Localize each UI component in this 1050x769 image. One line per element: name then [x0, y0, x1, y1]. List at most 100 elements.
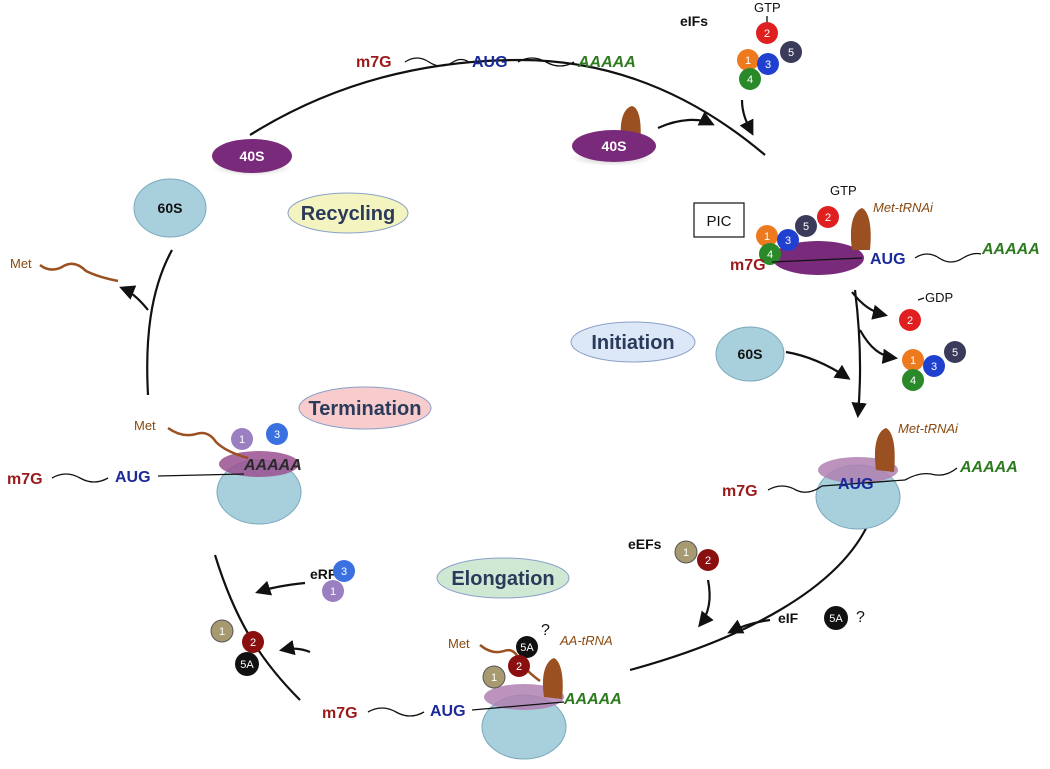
60s-label: 60S: [738, 346, 763, 362]
cap-label: m7G: [322, 705, 358, 722]
rel-eif5-number: 5: [952, 347, 958, 359]
pic-eif4-number: 4: [767, 249, 773, 261]
recycling-60s: 60S: [133, 178, 207, 238]
polya-label: AAAAA: [959, 459, 1018, 476]
question-mark: ?: [541, 622, 550, 639]
pic-label: PIC: [706, 213, 731, 230]
released-eifs: 5 1 3 4: [902, 341, 966, 391]
aug-label: AUG: [472, 54, 508, 71]
question-mark: ?: [856, 609, 865, 626]
polya-label: AAAAA: [563, 691, 622, 708]
elongation-label: Elongation: [451, 568, 554, 590]
termination-stage-badge: Termination: [298, 386, 432, 430]
pic-eif5-number: 5: [803, 221, 809, 233]
gdp-release-arrow: [851, 291, 889, 320]
elongation-complex: AA-tRNA Met 5A ? 2 1 m7G AUG AAAAA: [322, 622, 622, 760]
aug-label: AUG: [430, 703, 466, 720]
eefs-cluster: eEFs 1 2: [628, 536, 719, 571]
pic-eif3-number: 3: [785, 235, 791, 247]
rel-eif5a-number: 5A: [240, 659, 254, 671]
eif2-number: 2: [764, 28, 770, 40]
eif5-circle: [780, 41, 802, 63]
released-peptide: Met: [10, 256, 119, 283]
polya-label: AAAAA: [577, 54, 636, 71]
eif3-number: 3: [765, 59, 771, 71]
recycling-40s: 40S: [212, 139, 292, 176]
eifs-label: eIFs: [680, 13, 708, 29]
mrna-strand: [404, 57, 470, 67]
eif-label: eIF: [778, 610, 799, 626]
cycle-arc-top: [249, 58, 766, 156]
40s-arrow: [657, 111, 715, 130]
erf1-number: 1: [330, 586, 336, 598]
met-trna-label: Met-tRNAi: [898, 421, 959, 436]
met-label: Met: [134, 418, 156, 433]
recycling-stage-badge: Recycling: [287, 192, 409, 234]
60s-join-arrow: [785, 350, 851, 380]
met-label: Met: [448, 636, 470, 651]
aug-label: AUG: [870, 251, 906, 268]
gdp-eif2-number: 2: [907, 315, 913, 327]
free-mrna: m7G AUG AAAAA: [356, 54, 636, 71]
rel-eif4-number: 4: [910, 375, 916, 387]
eif2-circle: [756, 22, 778, 44]
eif1-number: 1: [745, 55, 751, 67]
pic-box: [693, 202, 745, 238]
term-erf3-number: 3: [274, 429, 280, 441]
rel-eef1-number: 1: [219, 626, 225, 638]
eefs-arrow: [698, 579, 714, 628]
40s-label: 40S: [602, 138, 627, 154]
elong-eef1-number: 1: [491, 672, 497, 684]
gtp-label: GTP: [830, 183, 857, 198]
eefs-label: eEFs: [628, 536, 662, 552]
40s-with-trna: 40S: [570, 106, 656, 166]
eif3-circle: [757, 53, 779, 75]
elong-eif5a-number: 5A: [520, 642, 534, 654]
rel-eif1-number: 1: [910, 355, 916, 367]
aa-trna-label: AA-tRNA: [559, 633, 613, 648]
erf3-number: 3: [341, 566, 347, 578]
eif5-number: 5: [788, 47, 794, 59]
factor-release-arrow: [278, 640, 311, 656]
eif5a-arrow: [727, 618, 771, 634]
cap-label: m7G: [356, 54, 392, 71]
rel-eef2-number: 2: [250, 637, 256, 649]
eef1-number: 1: [683, 547, 689, 559]
termination-label: Termination: [309, 398, 422, 420]
eifs-cluster: eIFs GTP 2 5 1 3 4: [680, 0, 802, 90]
cycle-arc-recycling: [146, 249, 173, 396]
mrna-strand: [517, 57, 575, 67]
met-label: Met: [10, 256, 32, 271]
eifs-release-arrow: [859, 329, 899, 364]
40s-label: 40S: [240, 148, 265, 164]
aug-label: AUG: [115, 469, 151, 486]
erfs-cluster: eRFs 3 1: [310, 560, 355, 602]
40s-subunit: [572, 130, 656, 162]
60s-label: 60S: [158, 200, 183, 216]
polya-label: AAAAA: [243, 457, 302, 474]
released-elongation-factors: 1 2 5A: [210, 619, 264, 676]
cap-label: m7G: [722, 483, 758, 500]
eif4-circle: [739, 68, 761, 90]
term-erf1-number: 1: [239, 434, 245, 446]
rel-eif3-number: 3: [931, 361, 937, 373]
polya-label: AAAAA: [981, 241, 1040, 258]
cycle-arc-initiation: [851, 289, 867, 419]
pic-complex: PIC Met-tRNAi GTP 2 5 1 3 4 m7G AUG AAAA…: [693, 183, 1040, 275]
met-trna-label: Met-tRNAi: [873, 200, 934, 215]
peptide-release-arrow: [119, 285, 149, 311]
released-eif2-gdp: GDP 2: [899, 290, 953, 331]
gtp-label: GTP: [754, 0, 781, 15]
eifs-arrow: [739, 99, 754, 136]
initiation-label: Initiation: [591, 332, 674, 354]
elongation-stage-badge: Elongation: [436, 557, 570, 599]
eef2-number: 2: [705, 555, 711, 567]
pic-eif2-number: 2: [825, 212, 831, 224]
aug-label: AUG: [838, 476, 874, 493]
recycling-label: Recycling: [301, 203, 395, 225]
cap-label: m7G: [730, 257, 766, 274]
termination-complex: Met 1 3 m7G AUG AAAAA: [7, 418, 302, 525]
pic-eif1-number: 1: [764, 231, 770, 243]
